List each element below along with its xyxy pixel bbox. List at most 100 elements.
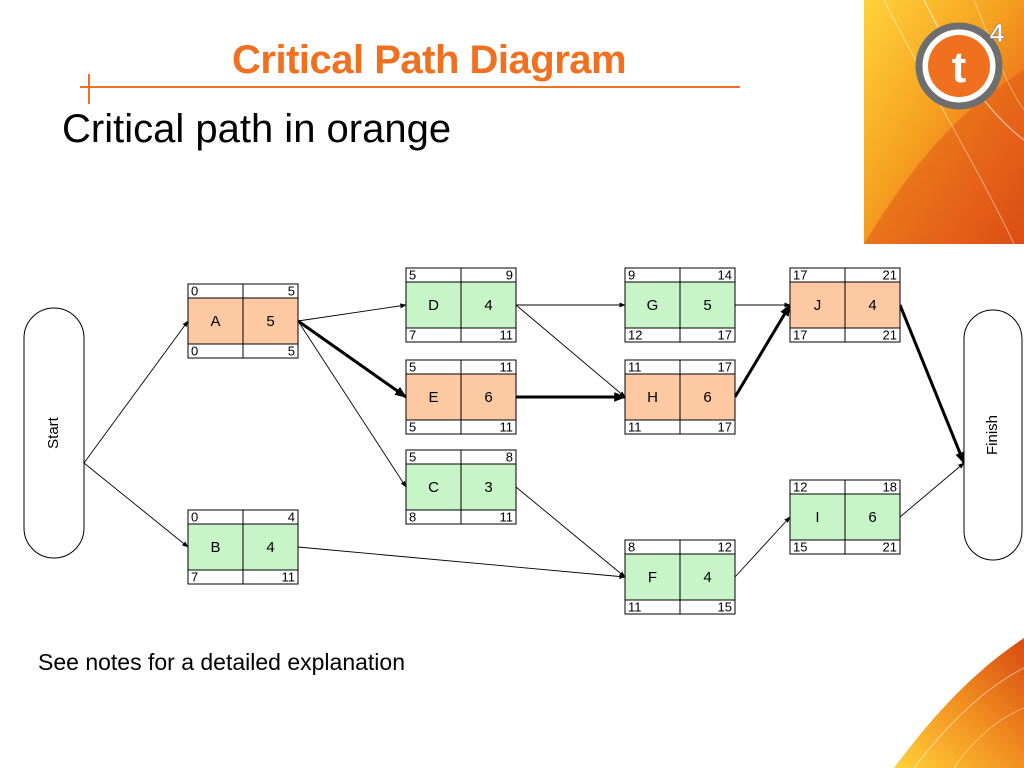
link-c-to-f bbox=[515, 486, 626, 578]
t4-logo: t 4 bbox=[913, 12, 1013, 112]
early-start: 5 bbox=[409, 267, 416, 282]
link-start-to-b bbox=[83, 462, 189, 548]
task-id-cell bbox=[789, 493, 846, 541]
link-j-to-finish bbox=[898, 304, 966, 465]
title-tick-mark bbox=[88, 74, 90, 104]
task-id-cell bbox=[187, 523, 244, 571]
late-finish: 17 bbox=[718, 419, 732, 434]
task-id: G bbox=[647, 297, 659, 314]
task-id-cell bbox=[187, 297, 244, 345]
task-duration: 4 bbox=[703, 569, 711, 586]
task-duration-cell bbox=[460, 281, 517, 329]
late-finish: 11 bbox=[500, 509, 514, 524]
link-a-to-c bbox=[297, 320, 407, 488]
slide-subtitle: Critical path in orange bbox=[62, 107, 452, 151]
task-duration-cell bbox=[679, 553, 736, 601]
link-d-to-h bbox=[515, 304, 626, 398]
late-start: 0 bbox=[191, 343, 198, 358]
task-duration-cell bbox=[460, 373, 517, 421]
notes-hint: See notes for a detailed explanation bbox=[38, 649, 405, 675]
early-start: 5 bbox=[409, 359, 416, 374]
late-finish: 11 bbox=[282, 569, 296, 584]
early-start: 5 bbox=[409, 449, 416, 464]
task-duration-cell bbox=[844, 281, 901, 329]
task-duration: 6 bbox=[868, 509, 876, 526]
task-id: A bbox=[210, 313, 220, 330]
early-finish: 9 bbox=[506, 267, 513, 282]
link-start-to-a bbox=[83, 320, 189, 464]
late-start: 7 bbox=[191, 569, 198, 584]
task-duration: 3 bbox=[484, 479, 492, 496]
early-finish: 18 bbox=[883, 479, 897, 494]
link-a-to-d bbox=[297, 303, 407, 322]
task-id: I bbox=[815, 509, 819, 526]
late-start: 17 bbox=[793, 327, 807, 342]
late-finish: 5 bbox=[288, 343, 295, 358]
late-start: 11 bbox=[628, 599, 642, 614]
task-id: F bbox=[648, 569, 657, 586]
task-duration-cell bbox=[242, 297, 299, 345]
finish-label: Finish bbox=[984, 415, 1001, 455]
task-id: J bbox=[814, 297, 822, 314]
late-start: 7 bbox=[409, 327, 416, 342]
link-h-to-j bbox=[733, 303, 792, 398]
late-start: 11 bbox=[628, 419, 642, 434]
early-start: 9 bbox=[628, 267, 635, 282]
task-duration: 5 bbox=[703, 297, 711, 314]
start-node: Start bbox=[23, 307, 85, 559]
early-finish: 12 bbox=[718, 539, 732, 554]
late-start: 8 bbox=[409, 509, 416, 524]
task-duration-cell bbox=[679, 281, 736, 329]
early-start: 0 bbox=[191, 283, 198, 298]
late-start: 5 bbox=[409, 419, 416, 434]
task-node-i: 12 18I 6 15 21 bbox=[789, 479, 901, 555]
logo-letter: t bbox=[952, 43, 967, 92]
early-start: 8 bbox=[628, 539, 635, 554]
early-start: 11 bbox=[628, 359, 642, 374]
early-start: 12 bbox=[793, 479, 807, 494]
late-start: 15 bbox=[793, 539, 807, 554]
late-start: 12 bbox=[628, 327, 642, 342]
task-duration-cell bbox=[679, 373, 736, 421]
late-finish: 21 bbox=[883, 327, 897, 342]
early-start: 17 bbox=[793, 267, 807, 282]
late-finish: 15 bbox=[718, 599, 732, 614]
late-finish: 11 bbox=[500, 327, 514, 342]
task-id-cell bbox=[405, 281, 462, 329]
task-duration: 6 bbox=[703, 389, 711, 406]
early-start: 0 bbox=[191, 509, 198, 524]
task-id: D bbox=[428, 297, 439, 314]
title-underline bbox=[80, 86, 740, 88]
finish-node: Finish bbox=[963, 309, 1023, 561]
late-finish: 21 bbox=[883, 539, 897, 554]
start-label: Start bbox=[45, 416, 62, 449]
task-duration: 4 bbox=[868, 297, 876, 314]
task-id-cell bbox=[789, 281, 846, 329]
early-finish: 17 bbox=[718, 359, 732, 374]
task-id-cell bbox=[624, 553, 681, 601]
task-duration: 4 bbox=[484, 297, 492, 314]
task-duration: 4 bbox=[266, 539, 274, 556]
task-id: B bbox=[210, 539, 220, 556]
corner-decoration-bottom bbox=[894, 638, 1024, 768]
early-finish: 8 bbox=[506, 449, 513, 464]
task-duration: 5 bbox=[266, 313, 274, 330]
link-i-to-finish bbox=[899, 462, 965, 518]
task-id: C bbox=[428, 479, 439, 496]
link-a-to-e bbox=[297, 319, 407, 399]
late-finish: 17 bbox=[718, 327, 732, 342]
slide-title: Critical Path Diagram bbox=[232, 38, 627, 82]
task-duration-cell bbox=[242, 523, 299, 571]
early-finish: 5 bbox=[288, 283, 295, 298]
task-id: E bbox=[428, 389, 438, 406]
early-finish: 4 bbox=[288, 509, 295, 524]
logo-superscript: 4 bbox=[990, 18, 1005, 48]
